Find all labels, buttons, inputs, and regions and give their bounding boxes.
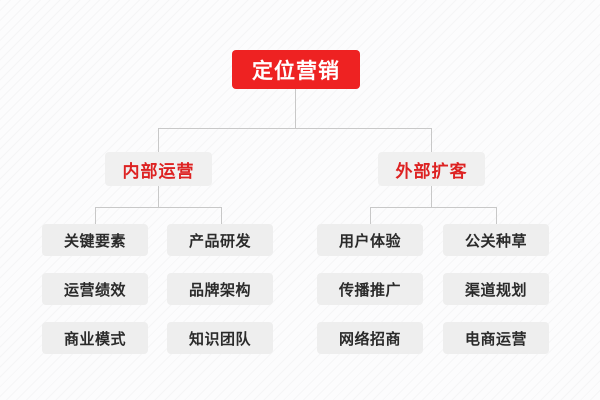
node-leaf-communication-promotion[interactable]: 传播推广 (317, 273, 423, 305)
node-leaf-knowledge-team[interactable]: 知识团队 (167, 322, 273, 354)
node-leaf-online-investment[interactable]: 网络招商 (317, 322, 423, 354)
node-leaf-brand-architecture[interactable]: 品牌架构 (167, 273, 273, 305)
connector-left-branch-stem (158, 186, 159, 207)
node-leaf-product-rnd[interactable]: 产品研发 (167, 224, 273, 256)
connector-right-leaf-drop-col3 (370, 207, 371, 224)
connector-level2-bar (158, 128, 432, 129)
connector-left-leaf-bar (95, 207, 222, 208)
node-leaf-pr-seeding[interactable]: 公关种草 (443, 224, 549, 256)
node-leaf-business-model[interactable]: 商业模式 (42, 322, 148, 354)
node-leaf-operating-performance[interactable]: 运营绩效 (42, 273, 148, 305)
connector-right-leaf-drop-col4 (496, 207, 497, 224)
node-leaf-user-experience[interactable]: 用户体验 (317, 224, 423, 256)
connector-right-branch-stem (431, 186, 432, 207)
node-root-positioning-marketing[interactable]: 定位营销 (232, 50, 360, 89)
connector-level2-drop-right (431, 128, 432, 152)
node-leaf-ecommerce-operations[interactable]: 电商运营 (443, 322, 549, 354)
node-leaf-channel-planning[interactable]: 渠道规划 (443, 273, 549, 305)
node-branch-external-customer-expansion[interactable]: 外部扩客 (378, 152, 485, 186)
connector-left-leaf-drop-col1 (95, 207, 96, 224)
connector-left-leaf-drop-col2 (221, 207, 222, 224)
node-leaf-key-elements[interactable]: 关键要素 (42, 224, 148, 256)
connector-level2-drop-left (158, 128, 159, 152)
connector-root-stem (295, 89, 296, 128)
connector-right-leaf-bar (370, 207, 497, 208)
node-branch-internal-operations[interactable]: 内部运营 (105, 152, 212, 186)
